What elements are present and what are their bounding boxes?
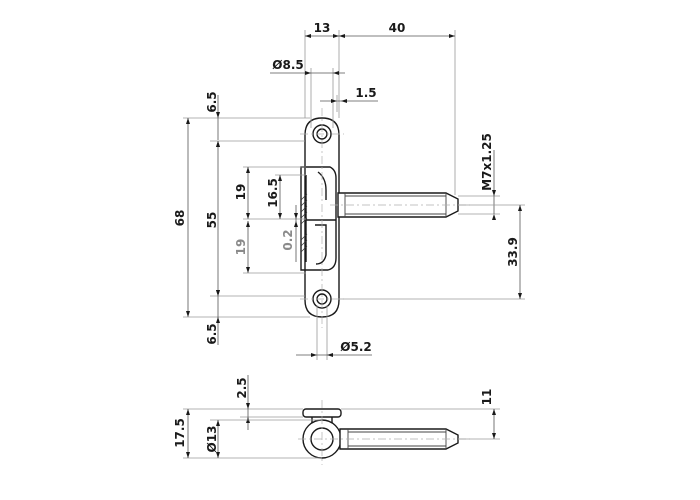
dim-clearance: 0.2 xyxy=(281,229,295,250)
dim-thread: M7x1.25 xyxy=(480,133,494,191)
dim-side-height: 11 xyxy=(480,389,494,406)
hinge-side-view xyxy=(298,400,470,465)
dim-top-width: 13 xyxy=(314,21,331,35)
side-dimension-lines xyxy=(183,375,500,459)
dim-flange: 2.5 xyxy=(235,377,249,398)
dim-top-gap: 6.5 xyxy=(205,91,219,112)
section-hatch xyxy=(300,193,308,253)
dim-hole-diameter: Ø8.5 xyxy=(272,58,303,72)
inner-cavity xyxy=(300,166,337,271)
dim-offset: 1.5 xyxy=(355,86,376,100)
dim-bottom-gap: 6.5 xyxy=(205,323,219,344)
dim-ring-diameter: Ø13 xyxy=(205,426,219,453)
dim-overall-width: 17.5 xyxy=(173,418,187,448)
dim-pin-length: 40 xyxy=(389,21,406,35)
dim-pin-position: 33.9 xyxy=(506,237,520,267)
dim-inner-height: 55 xyxy=(205,212,219,229)
hinge-front-view xyxy=(300,108,470,328)
dim-upper-section: 19 xyxy=(234,184,248,201)
dimension-labels: 13 40 Ø8.5 1.5 6.5 68 55 19 16.5 19 0.2 … xyxy=(173,21,520,452)
dimension-lines xyxy=(183,30,525,360)
dim-bottom-hole: Ø5.2 xyxy=(340,340,371,354)
dim-total-height: 68 xyxy=(173,210,187,227)
dim-lower-section: 19 xyxy=(234,239,248,256)
dim-slot-height: 16.5 xyxy=(266,178,280,208)
